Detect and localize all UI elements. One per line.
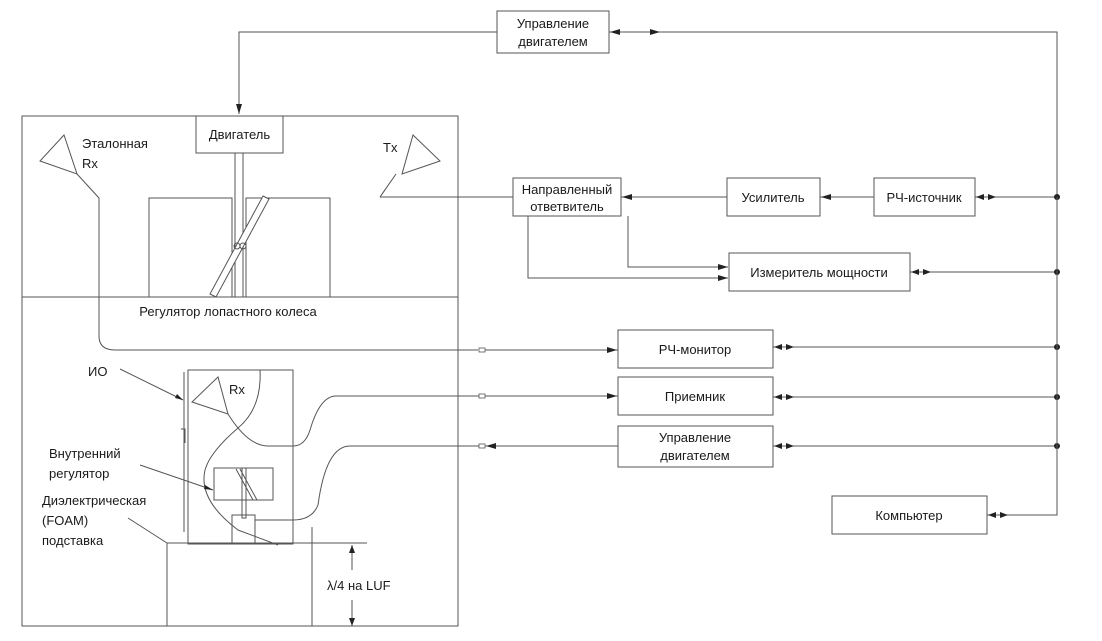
motor-control-top-label: Управление [517, 16, 589, 31]
arrow-amp-in [821, 194, 831, 200]
arrow-g [774, 344, 782, 350]
inner-tuner-shaft [241, 467, 247, 519]
reference-rx-antenna-icon [39, 134, 78, 175]
arrow-coupler-in [622, 194, 632, 200]
arrow-m [988, 512, 996, 518]
power-meter-box[interactable] [728, 252, 911, 292]
eut-rx-cable [227, 395, 480, 447]
motor-control-bottom-label-2: двигателем [660, 448, 730, 463]
inner-tuner-motor [231, 514, 256, 545]
inner-tuner-arrow [204, 485, 213, 490]
computer-label: Компьютер [875, 508, 942, 523]
rf-source-box[interactable] [873, 177, 976, 217]
eut-leader-arrow [175, 394, 183, 400]
amplifier-label: Усилитель [742, 190, 805, 205]
bus-top [609, 31, 1058, 260]
arrow-mc [486, 443, 496, 449]
bus-vertical [1043, 197, 1058, 516]
rf-monitor-box[interactable] [617, 329, 774, 369]
paddle-blade [209, 195, 270, 298]
tx-label: Tx [383, 140, 398, 155]
inner-tuner-leader [139, 464, 214, 491]
amplifier-box[interactable] [726, 177, 821, 217]
arrow-i [774, 394, 782, 400]
directional-coupler-label: Направленный [522, 182, 613, 197]
height-arrow-up [349, 545, 355, 553]
foam-stand [166, 527, 367, 626]
arrow-a [610, 29, 620, 35]
eut-internal-cable [203, 369, 279, 546]
eut-rx-antenna-icon [191, 376, 229, 415]
inner-tuner [213, 467, 274, 501]
foam-label: Диэлектрическая [42, 493, 146, 508]
power-meter-label: Измеритель мощности [750, 265, 888, 280]
receiver-box[interactable] [617, 376, 774, 416]
motor-control-bottom-box[interactable] [617, 425, 774, 468]
port-2 [478, 393, 486, 399]
eut-handle [181, 428, 186, 443]
eut-label: ИО [88, 364, 107, 379]
rf-monitor-label: РЧ-монитор [659, 342, 732, 357]
paddle-panel-left [148, 197, 233, 298]
motor-label: Двигатель [209, 127, 271, 142]
coupler-to-meter [527, 216, 728, 279]
arrow-j [786, 394, 794, 400]
rf-source-label: РЧ-источник [886, 190, 961, 205]
arrow-n [1000, 512, 1008, 518]
foam-label-3: подставка [42, 533, 104, 548]
foam-leader [127, 517, 168, 544]
inner-tuner-cable [255, 445, 480, 521]
tx-feed-2 [379, 173, 397, 198]
arrow-e [911, 269, 919, 275]
tx-antenna-icon [401, 134, 441, 175]
height-arrow-down [349, 618, 355, 626]
arrow-f [923, 269, 931, 275]
reference-rx-label-2: Rx [82, 156, 98, 171]
motor-control-bottom-label: Управление [659, 430, 731, 445]
eut-rx-label: Rx [229, 382, 245, 397]
arrow-k [774, 443, 782, 449]
paddle-label: Регулятор лопастного колеса [139, 304, 317, 319]
port-3 [478, 443, 486, 449]
arrow-h [786, 344, 794, 350]
arrow-meter-1 [718, 264, 728, 270]
arrow-b [650, 29, 660, 35]
height-label: λ/4 на LUF [327, 578, 391, 593]
arrow-d [988, 194, 996, 200]
foam-label-2: (FOAM) [42, 513, 88, 528]
arrow-meter-2 [718, 275, 728, 281]
motor-box [195, 115, 284, 154]
motor-control-top-cable [238, 31, 497, 114]
receiver-label: Приемник [665, 389, 725, 404]
inner-tuner-label-2: регулятор [49, 466, 109, 481]
reference-rx-label: Эталонная [82, 136, 148, 151]
eut-leader [119, 368, 184, 401]
arrow-l [786, 443, 794, 449]
arrow-rfmon [607, 347, 617, 353]
motor-arrow [236, 104, 242, 114]
directional-coupler-label-2: ответвитель [530, 199, 604, 214]
reference-rx-cable [76, 173, 478, 351]
arrow-c [976, 194, 984, 200]
motor-control-top-label-2: двигателем [518, 34, 588, 49]
inner-tuner-blade [235, 468, 258, 501]
paddle-shaft [234, 152, 244, 298]
inner-tuner-label: Внутренний [49, 446, 121, 461]
chamber-wall [21, 116, 459, 627]
port-1 [478, 347, 486, 353]
arrow-rcv [607, 393, 617, 399]
